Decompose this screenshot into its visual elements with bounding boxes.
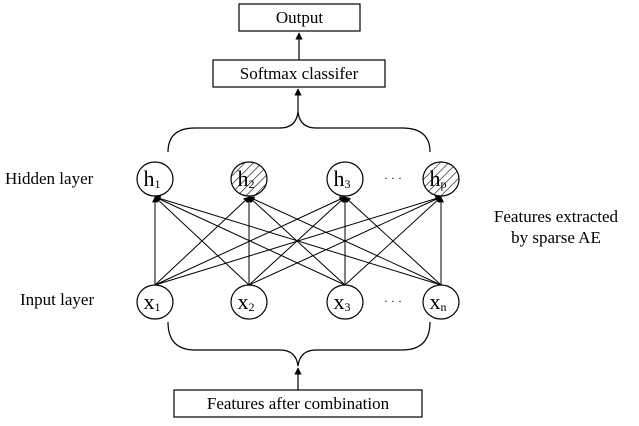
edge-xn-h3 [344,196,442,286]
input-node-subscript: n [441,300,447,314]
features-after-combination-box: Features after combination [173,389,423,418]
features-after-combination-label: Features after combination [207,394,390,413]
input-node-2: x2 [230,284,268,320]
node-circle [326,284,364,320]
hidden-node-1: h1 [136,161,174,197]
edge-xn-h2 [248,196,442,286]
input-node-subscript: 3 [345,300,351,314]
input-layer-label: Input layer [20,290,94,309]
node-circle [422,284,460,320]
input-node-3: x3 [326,284,364,320]
hidden-layer-label: Hidden layer [5,169,94,188]
hidden-node-subscript: 1 [155,177,161,191]
bottom-brace [167,321,431,367]
edge-xn-h1 [154,195,442,286]
hidden-node-3: h3 [326,161,364,197]
hidden-node-2: h2 [230,161,268,197]
edge-x3-h1 [154,196,346,286]
node-circle [230,284,268,320]
output-label: Output [276,8,324,27]
hatched-node-circle [230,161,268,197]
hatched-node-circle [422,161,460,197]
softmax-classifier-box: Softmax classifer [212,59,386,88]
input-node-subscript: 2 [249,300,255,314]
hidden-node-subscript: p [441,177,447,191]
side-note-line-1: Features extracted [494,207,619,226]
hidden-node-p: hp [422,161,460,197]
connection-edges [152,195,444,286]
top-brace [167,111,431,153]
input-node-subscript: 1 [155,300,161,314]
node-circle [136,284,174,320]
node-circle [326,161,364,197]
hidden-node-subscript: 3 [345,177,351,191]
softmax-classifier-label: Softmax classifer [240,64,359,83]
hidden-node-subscript: 2 [249,177,255,191]
node-circle [136,161,174,197]
input-node-1: x1 [136,284,174,320]
hidden-ellipsis: · · · [384,171,402,185]
side-note-line-2: by sparse AE [511,228,601,247]
edge-x2-h1 [154,196,250,286]
input-ellipsis: · · · [384,294,402,308]
output-box: Output [238,3,361,32]
input-node-n: xn [422,284,460,320]
network-nodes: h1 h2 h3 hp x1 x2 x3 xn [136,161,460,320]
